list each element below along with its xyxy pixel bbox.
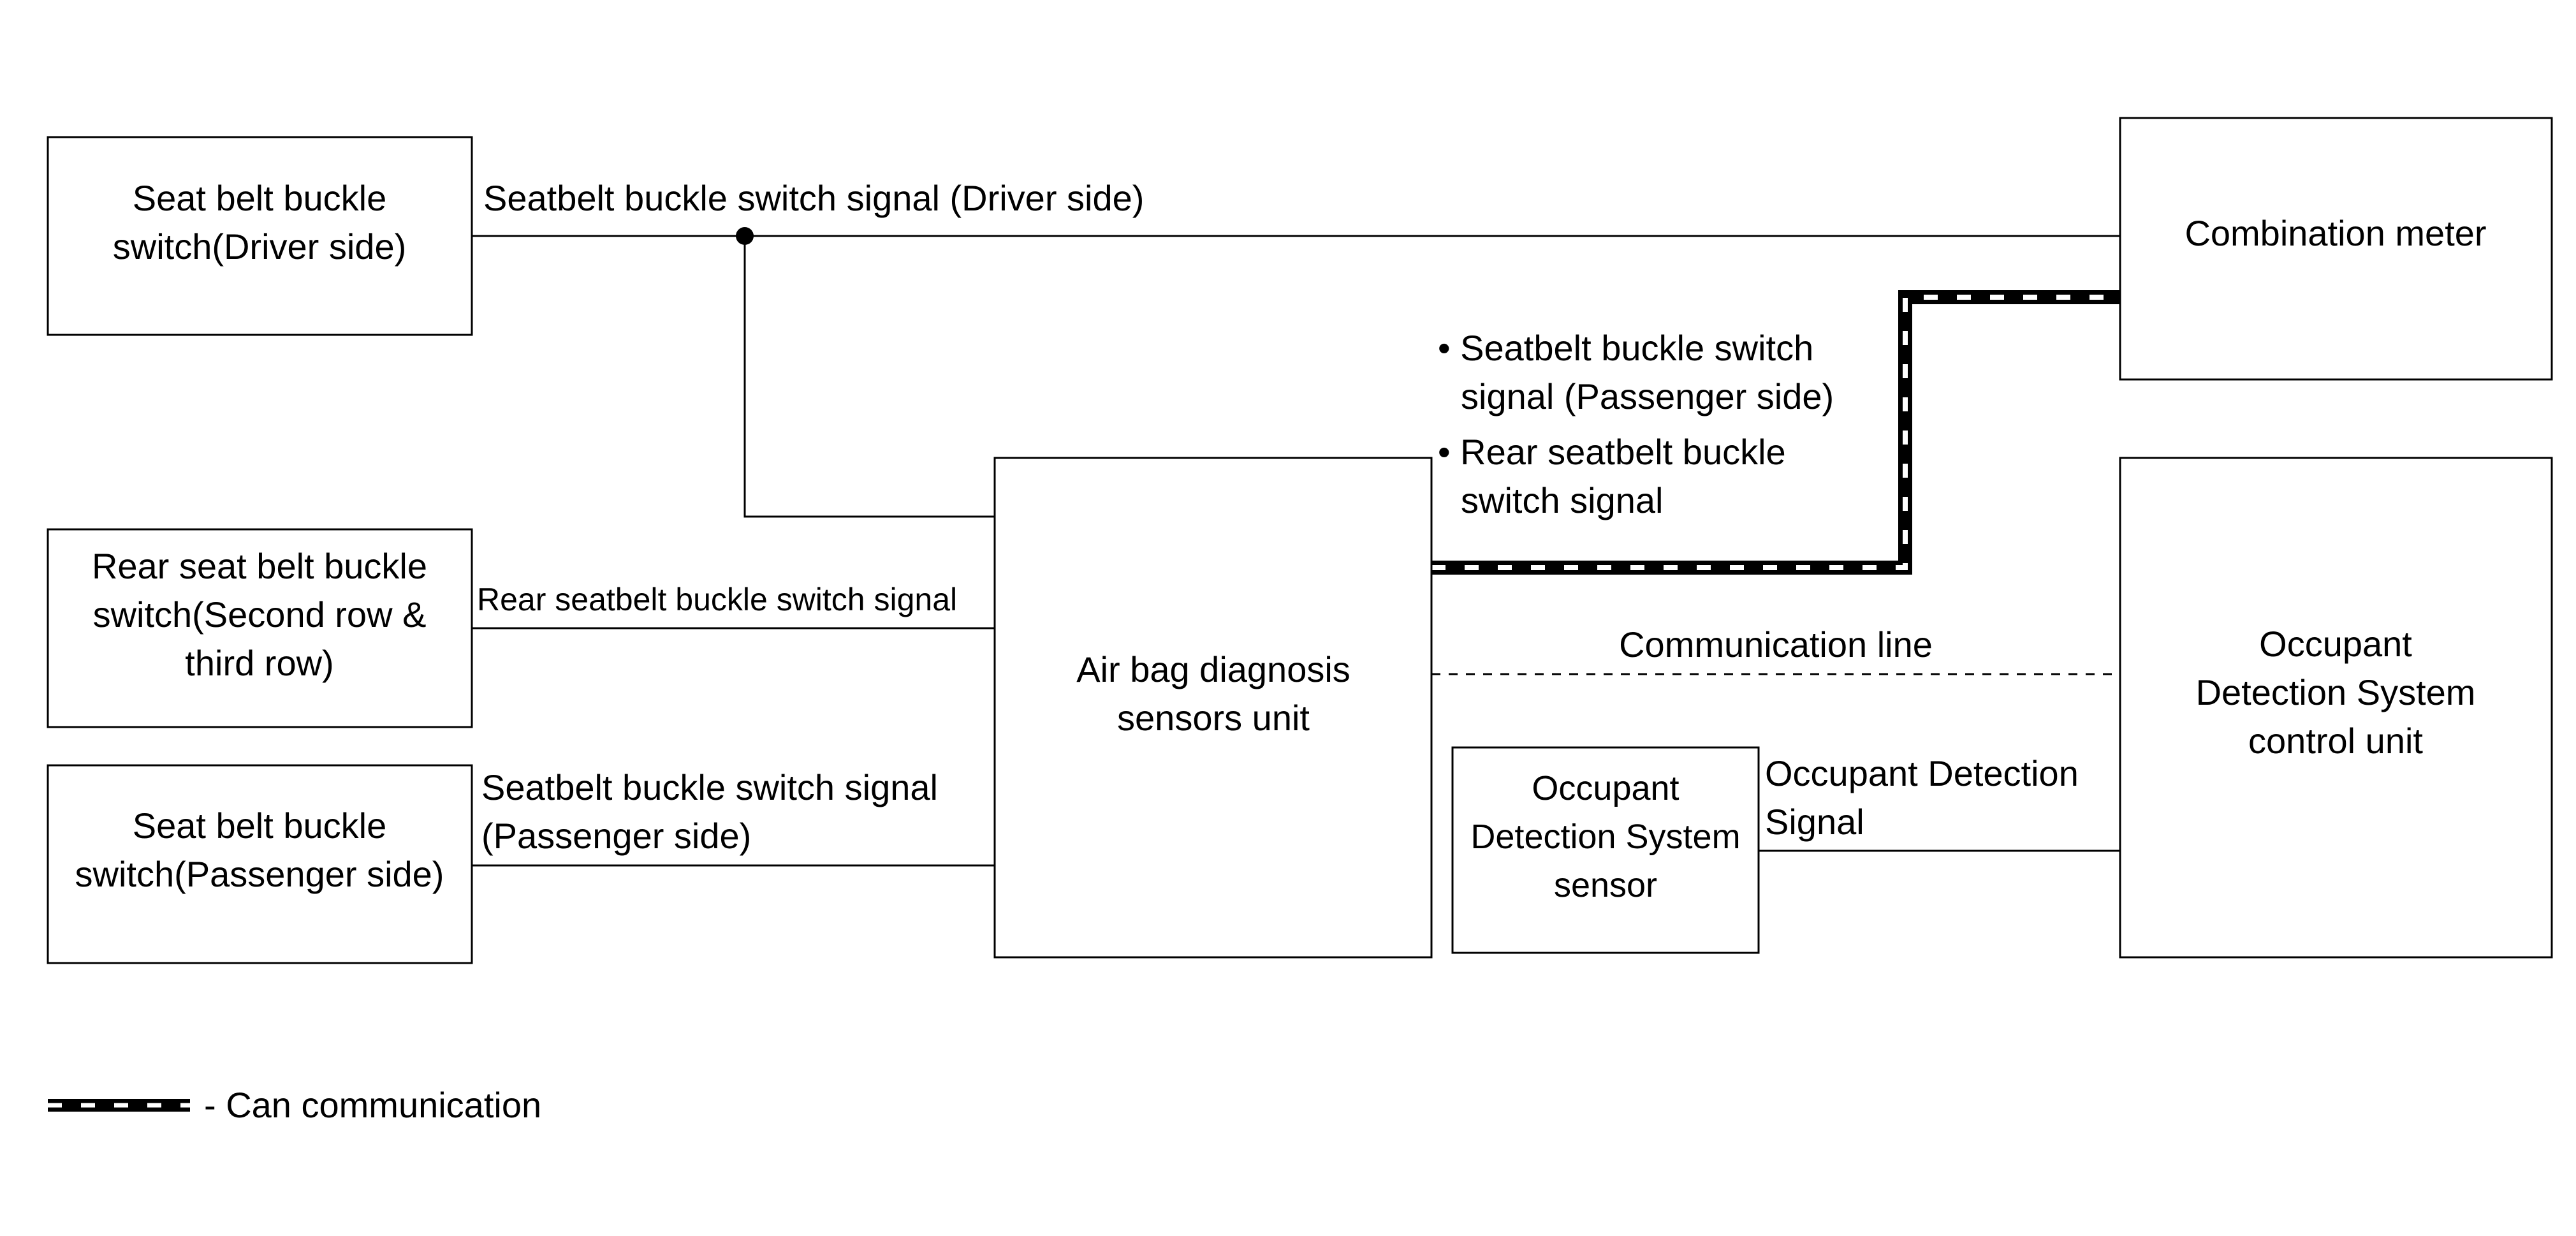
driver-switch-label-line-2: switch(Driver side) (113, 226, 407, 267)
passenger-switch-label: Seat belt buckle switch(Passenger side) (75, 806, 444, 894)
rear-switch-label-line-1: Rear seat belt buckle (92, 546, 427, 586)
driver-signal-label-line-1: Seatbelt buckle switch signal (Driver si… (483, 178, 1144, 218)
can-signal-bullet-1: • Seatbelt buckle switch signal (Passenge… (1438, 328, 1834, 416)
legend-label: - Can communication (204, 1085, 541, 1125)
passenger-switch-box (47, 764, 473, 964)
ods-control-unit-box (2119, 457, 2553, 959)
can-signal-bullet-2: • Rear seatbelt buckle switch signal (1438, 432, 1786, 520)
passenger-signal-label-line-2: (Passenger side) (481, 816, 751, 856)
ods-sensor-box (1451, 746, 1760, 954)
airbag-unit-label-line-2: sensors unit (1117, 698, 1310, 738)
legend: - Can communication (48, 1085, 541, 1125)
ods-control-unit-label-line-2: Detection System (2196, 672, 2476, 712)
ods-control-unit-label-line-3: control unit (2248, 721, 2423, 761)
can-signal-bullet-2-line-1: • Rear seatbelt buckle (1438, 432, 1786, 472)
airbag-unit-label-line-1: Air bag diagnosis (1076, 649, 1350, 689)
ods-sensor-label-line-2: Detection System (1470, 818, 1740, 856)
can-signal-bullet-1-line-1: • Seatbelt buckle switch (1438, 328, 1813, 368)
passenger-switch-label-line-2: switch(Passenger side) (75, 854, 444, 894)
junction-dot (736, 227, 754, 245)
rear-signal-label-line-1: Rear seatbelt buckle switch signal (477, 582, 957, 617)
driver-signal-label: Seatbelt buckle switch signal (Driver si… (483, 178, 1144, 218)
airbag-unit-label: Air bag diagnosis sensors unit (1076, 649, 1350, 738)
ods-sensor-label-line-1: Occupant (1532, 769, 1679, 807)
can-signal-bullet-1-line-2: signal (Passenger side) (1461, 376, 1834, 416)
combination-meter-label: Combination meter (2184, 213, 2486, 253)
ods-control-unit-label-line-1: Occupant (2259, 624, 2412, 664)
communication-line-label-line-1: Communication line (1619, 624, 1933, 665)
ods-signal-label-line-2: Signal (1765, 802, 1864, 842)
driver-switch-box (47, 136, 473, 336)
rear-switch-box (47, 528, 473, 728)
passenger-signal-label-line-1: Seatbelt buckle switch signal (481, 767, 938, 807)
driver-switch-label-line-1: Seat belt buckle (133, 178, 386, 218)
ods-sensor-label-line-3: sensor (1554, 866, 1657, 904)
driver-branch-line (743, 236, 995, 518)
ods-signal-label-line-1: Occupant Detection (1765, 753, 2079, 793)
passenger-switch-label-line-1: Seat belt buckle (133, 806, 386, 846)
rear-signal-label: Rear seatbelt buckle switch signal (477, 582, 957, 617)
can-communication-line (1431, 290, 2120, 575)
driver-switch-label: Seat belt buckle switch(Driver side) (113, 178, 407, 267)
communication-line-label: Communication line (1619, 624, 1933, 665)
rear-switch-label-line-3: third row) (185, 643, 333, 683)
can-signal-bullet-2-line-2: switch signal (1461, 480, 1663, 520)
combination-meter-box (2119, 117, 2553, 381)
rear-switch-label-line-2: switch(Second row & (93, 594, 427, 635)
combination-meter-label-line-1: Combination meter (2184, 213, 2486, 253)
passenger-signal-label: Seatbelt buckle switch signal (Passenger … (481, 767, 938, 856)
airbag-unit-box (993, 457, 1433, 959)
rear-switch-label: Rear seat belt buckle switch(Second row &… (92, 546, 427, 683)
